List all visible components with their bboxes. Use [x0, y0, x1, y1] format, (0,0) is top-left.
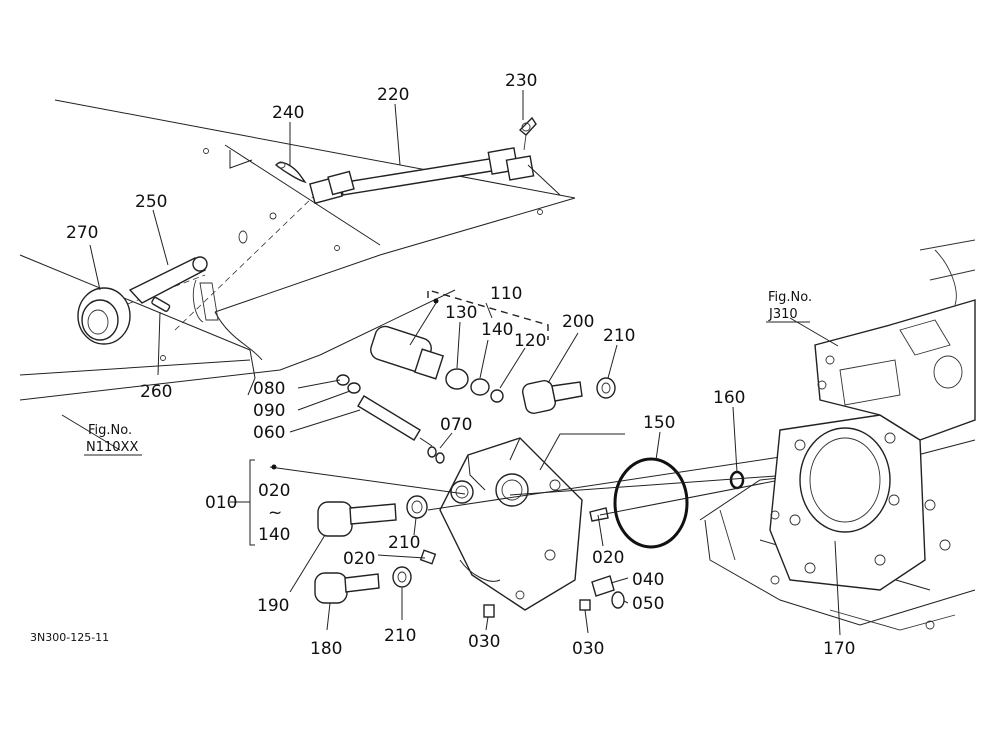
part-label-230: 230 — [505, 71, 537, 91]
transmission-housing — [699, 239, 976, 631]
valve-group — [370, 289, 549, 403]
part-label-070: 070 — [440, 415, 472, 435]
part-label-210-mid: 210 — [388, 533, 420, 553]
bolts-lower — [314, 495, 428, 604]
part-label-060: 060 — [253, 423, 285, 443]
part-label-190: 190 — [257, 596, 289, 616]
part-label-020-right: 020 — [592, 548, 624, 568]
part-label-250: 250 — [135, 192, 167, 212]
part-label-140-range-end: 140 — [258, 525, 290, 545]
part-label-020-left: 020 — [343, 549, 375, 569]
fig-right-title: Fig.No. — [768, 290, 812, 305]
part-label-120: 120 — [514, 331, 546, 351]
clips — [274, 116, 537, 184]
part-label-110: 110 — [490, 284, 522, 304]
diagram-code: 3N300-125-11 — [30, 631, 109, 644]
part-label-210-bottom: 210 — [384, 626, 416, 646]
bolt-200 — [521, 377, 616, 415]
part-label-090: 090 — [253, 401, 285, 421]
part-label-210-top: 210 — [603, 326, 635, 346]
fig-reference-right: Fig.No. J310 — [766, 290, 812, 323]
part-label-160: 160 — [713, 388, 745, 408]
fig-right-code: J310 — [768, 307, 798, 322]
part-label-240: 240 — [272, 103, 304, 123]
part-label-080: 080 — [253, 379, 285, 399]
spool-parts — [336, 374, 445, 464]
part-label-050: 050 — [632, 594, 664, 614]
part-label-150: 150 — [643, 413, 675, 433]
fittings — [419, 507, 625, 618]
part-label-030-right: 030 — [572, 639, 604, 659]
part-labels: 240 220 230 250 270 260 110 130 140 120 … — [66, 71, 855, 659]
part-label-140: 140 — [481, 320, 513, 340]
part-label-020-range-start: 020 — [258, 481, 290, 501]
part-label-030-left: 030 — [468, 632, 500, 652]
part-label-270: 270 — [66, 223, 98, 243]
part-label-040: 040 — [632, 570, 664, 590]
part-label-010: 010 — [205, 493, 237, 513]
part-label-200: 200 — [562, 312, 594, 332]
range-tilde: ~ — [268, 503, 282, 523]
fig-left-title: Fig.No. — [88, 423, 132, 438]
part-label-130: 130 — [445, 303, 477, 323]
fig-left-code: N110XX — [86, 440, 138, 455]
leader-lines — [61, 90, 841, 636]
part-label-220: 220 — [377, 85, 409, 105]
part-label-170: 170 — [823, 639, 855, 659]
fig-reference-left: Fig.No. N110XX — [84, 423, 142, 456]
knob-assembly — [77, 256, 208, 345]
part-label-180: 180 — [310, 639, 342, 659]
valve-block — [439, 433, 625, 611]
part-label-260: 260 — [140, 382, 172, 402]
cover-panel — [19, 99, 576, 401]
drive-shaft — [309, 147, 561, 205]
